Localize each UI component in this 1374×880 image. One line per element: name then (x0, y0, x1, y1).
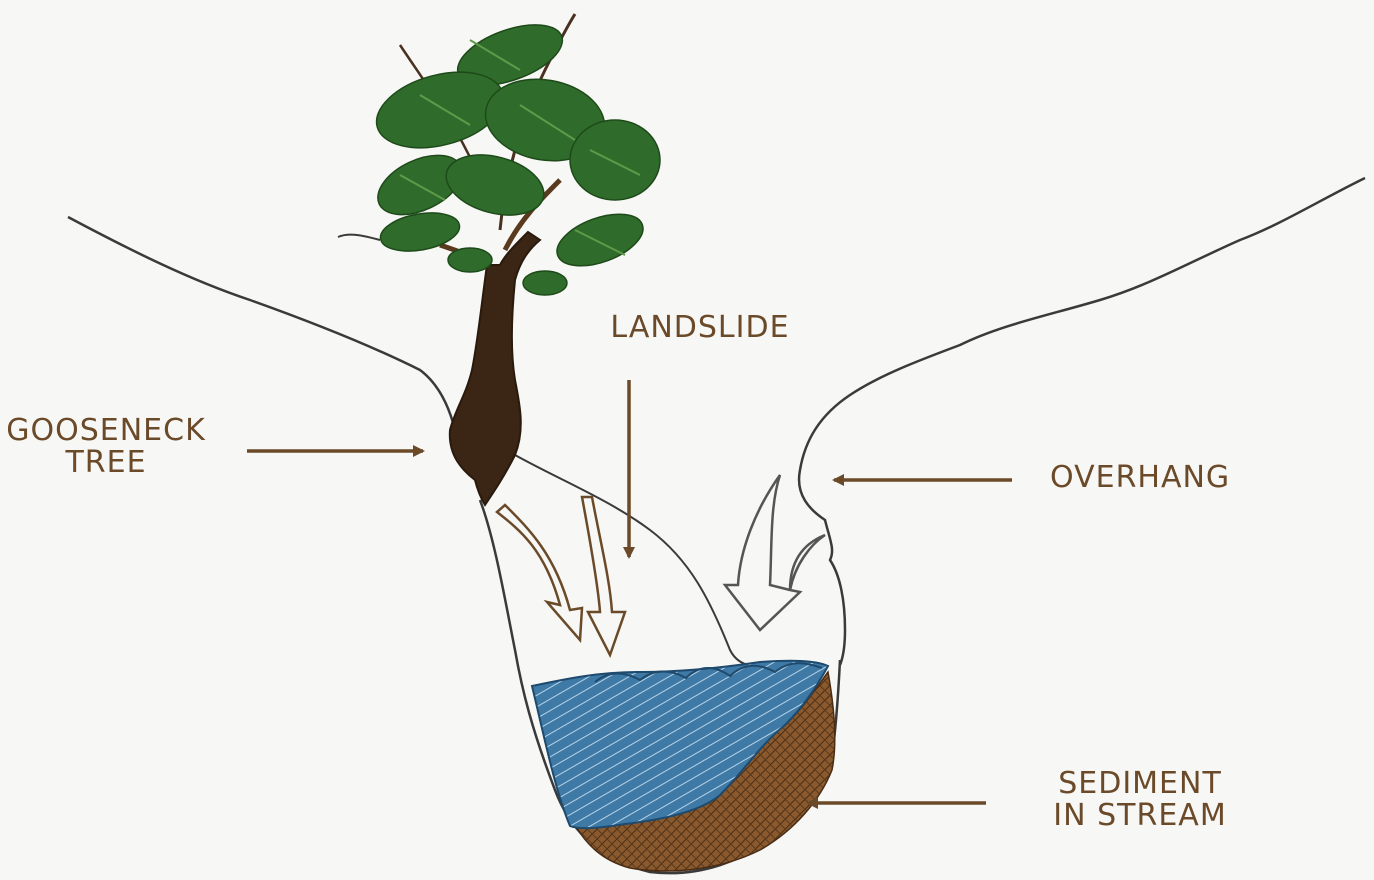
landslide-label: LANDSLIDE (610, 312, 790, 344)
landslide-flow-arrow-2 (582, 497, 625, 655)
gooseneck-label-line-1: GOOSENECK (6, 415, 206, 447)
overhang-collapse-arrow (725, 475, 825, 630)
gooseneck-tree-label: GOOSENECK TREE (6, 415, 206, 479)
landslide-scar-line (515, 455, 790, 667)
right-slope-line (799, 178, 1365, 665)
tree-trunk (450, 232, 540, 505)
sediment-label-line-1: SEDIMENT (1040, 768, 1240, 800)
gooseneck-label-line-2: TREE (6, 447, 206, 479)
sediment-label-line-2: IN STREAM (1040, 800, 1240, 832)
sediment-label: SEDIMENT IN STREAM (1040, 768, 1240, 832)
overhang-label: OVERHANG (1050, 462, 1230, 494)
tree-twig (338, 235, 380, 240)
